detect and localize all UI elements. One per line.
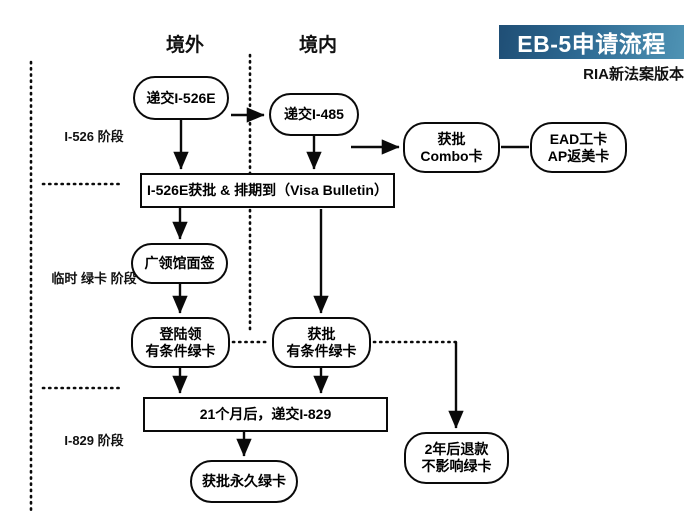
node-label-file-i829: 21个月后，递交I-829 (199, 406, 332, 422)
stage-label-temp-green-card: 临时 绿卡 阶段 (51, 271, 137, 286)
node-label-file-i485: 递交I-485 (284, 106, 344, 122)
column-header-domestic: 境内 (298, 35, 337, 56)
node-label-consulate-interview: 广领馆面签 (144, 255, 215, 271)
node-refund-2years: 2年后退款 不影响绿卡 (404, 432, 509, 484)
node-file-i829: 21个月后，递交I-829 (143, 397, 388, 432)
node-land-conditional: 登陆领 有条件绿卡 (131, 317, 230, 368)
node-permanent-green-card: 获批永久绿卡 (190, 460, 298, 503)
node-approved-conditional: 获批 有条件绿卡 (272, 317, 371, 368)
page-subtitle: RIA新法案版本 (583, 66, 684, 83)
stage-label-i829: I-829 阶段 (64, 433, 124, 448)
node-file-i485: 递交I-485 (269, 93, 359, 136)
node-label-i526e-approved: I-526E获批 & 排期到（Visa Bulletin） (147, 182, 388, 198)
node-label-permanent-green-card: 获批永久绿卡 (202, 473, 286, 489)
node-consulate-interview: 广领馆面签 (131, 243, 228, 284)
title-banner: EB-5申请流程 (499, 25, 684, 59)
node-label-land-conditional: 登陆领 有条件绿卡 (145, 325, 216, 359)
node-i526e-approved: I-526E获批 & 排期到（Visa Bulletin） (140, 173, 395, 208)
stage-label-i526: I-526 阶段 (64, 129, 124, 144)
node-ead-ap-card: EAD工卡 AP返美卡 (530, 122, 627, 173)
column-header-overseas: 境外 (165, 35, 204, 56)
node-label-file-i526e: 递交I-526E (146, 89, 216, 106)
node-label-refund-2years: 2年后退款 不影响绿卡 (421, 441, 492, 474)
node-label-approved-conditional: 获批 有条件绿卡 (286, 325, 357, 359)
node-label-ead-ap-card: EAD工卡 AP返美卡 (547, 130, 610, 164)
node-approved-combo: 获批 Combo卡 (403, 122, 500, 173)
node-file-i526e: 递交I-526E (133, 76, 229, 120)
page-title: EB-5申请流程 (517, 31, 666, 57)
node-label-approved-combo: 获批 Combo卡 (420, 130, 483, 164)
